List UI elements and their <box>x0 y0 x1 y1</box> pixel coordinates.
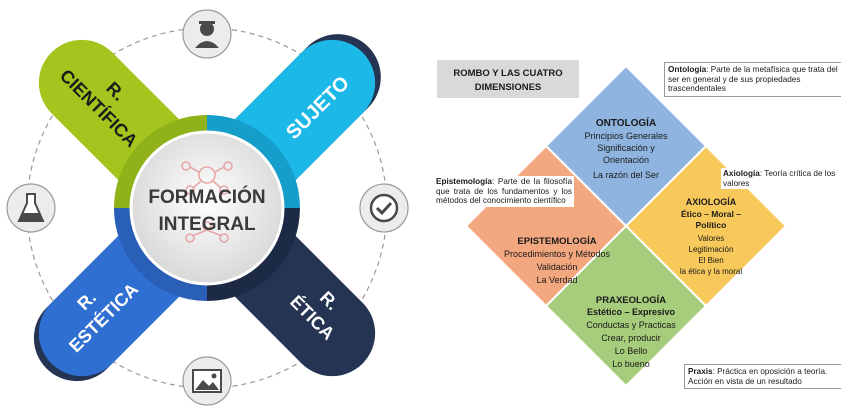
axiologia-note-term: Axiología <box>723 169 760 178</box>
axiologia-line: Valores <box>698 234 725 243</box>
axiologia-note-text: : Teoría crítica de los valores <box>723 169 836 188</box>
praxeologia-line: Crear, producir <box>601 333 661 343</box>
center-disk <box>129 130 285 286</box>
axiologia-heading: AXIOLOGÍA <box>686 197 737 207</box>
ontologia-heading: ONTOLOGÍA <box>596 116 656 129</box>
title-box <box>437 60 579 98</box>
axiologia-line: la ética y la moral <box>680 267 742 276</box>
ontologia-line: Significación y <box>597 143 655 153</box>
flask-icon <box>6 183 56 233</box>
axiologia-subheading: Ético – Moral – <box>681 209 741 219</box>
title-line2: DIMENSIONES <box>475 82 542 93</box>
ontologia-line: Orientación <box>603 155 649 165</box>
epistemologia-heading: EPISTEMOLOGÍA <box>517 236 596 247</box>
praxeologia-heading: PRAXEOLOGÍA <box>596 295 666 306</box>
center-title-line2: INTEGRAL <box>158 214 256 235</box>
ontologia-note-term: Ontología <box>668 65 707 74</box>
praxis-note: Praxis: Práctica en oposición a teoría. … <box>684 364 841 390</box>
ontologia-line: Principios Generales <box>584 131 668 141</box>
epistemologia-note: Epistemología: Parte de la filosofía que… <box>434 176 574 207</box>
network-motif-icon <box>181 161 233 243</box>
axiologia-subheading: Político <box>696 220 727 230</box>
checkmark-icon <box>359 183 409 233</box>
praxis-note-term: Praxis <box>688 367 713 376</box>
praxis-note-text: : Práctica en oposición a teoría. Acción… <box>688 367 828 386</box>
praxeologia-line: Conductas y Practicas <box>586 320 676 330</box>
ontologia-note-text: : Parte de la metafísica que trata del s… <box>668 65 838 94</box>
praxeologia-line: Lo bueno <box>612 359 650 369</box>
formacion-integral-diagram: FORMACIÓN INTEGRAL R. CIENTÍFICA SUJETO … <box>6 9 409 406</box>
praxeologia-diamond <box>544 224 708 388</box>
epistemologia-line: La Verdad <box>536 275 577 285</box>
epistemologia-note-term: Epistemología <box>436 177 492 186</box>
epistemologia-line: Procedimientos y Métodos <box>504 249 611 259</box>
axiologia-line: Legitimación <box>689 245 734 254</box>
axiologia-line: El Bien <box>698 256 723 265</box>
axiologia-note: Axiología: Teoría crítica de los valores <box>721 168 841 190</box>
praxeologia-line: Lo Bello <box>615 346 648 356</box>
rombo-diagram: ROMBO Y LAS CUATRO DIMENSIONES ONTOLOGÍA… <box>437 60 788 388</box>
person-icon <box>182 9 232 59</box>
epistemologia-note-text: : Parte de la filosofía que trata de los… <box>436 177 572 206</box>
ontologia-note: Ontología: Parte de la metafísica que tr… <box>664 62 841 97</box>
center-title-line1: FORMACIÓN <box>148 186 265 208</box>
image-icon <box>182 356 232 406</box>
ontologia-line: La razón del Ser <box>593 170 659 180</box>
title-line1: ROMBO Y LAS CUATRO <box>453 68 562 79</box>
epistemologia-line: Validación <box>537 262 578 272</box>
praxeologia-subheading: Estético – Expresivo <box>587 307 676 317</box>
